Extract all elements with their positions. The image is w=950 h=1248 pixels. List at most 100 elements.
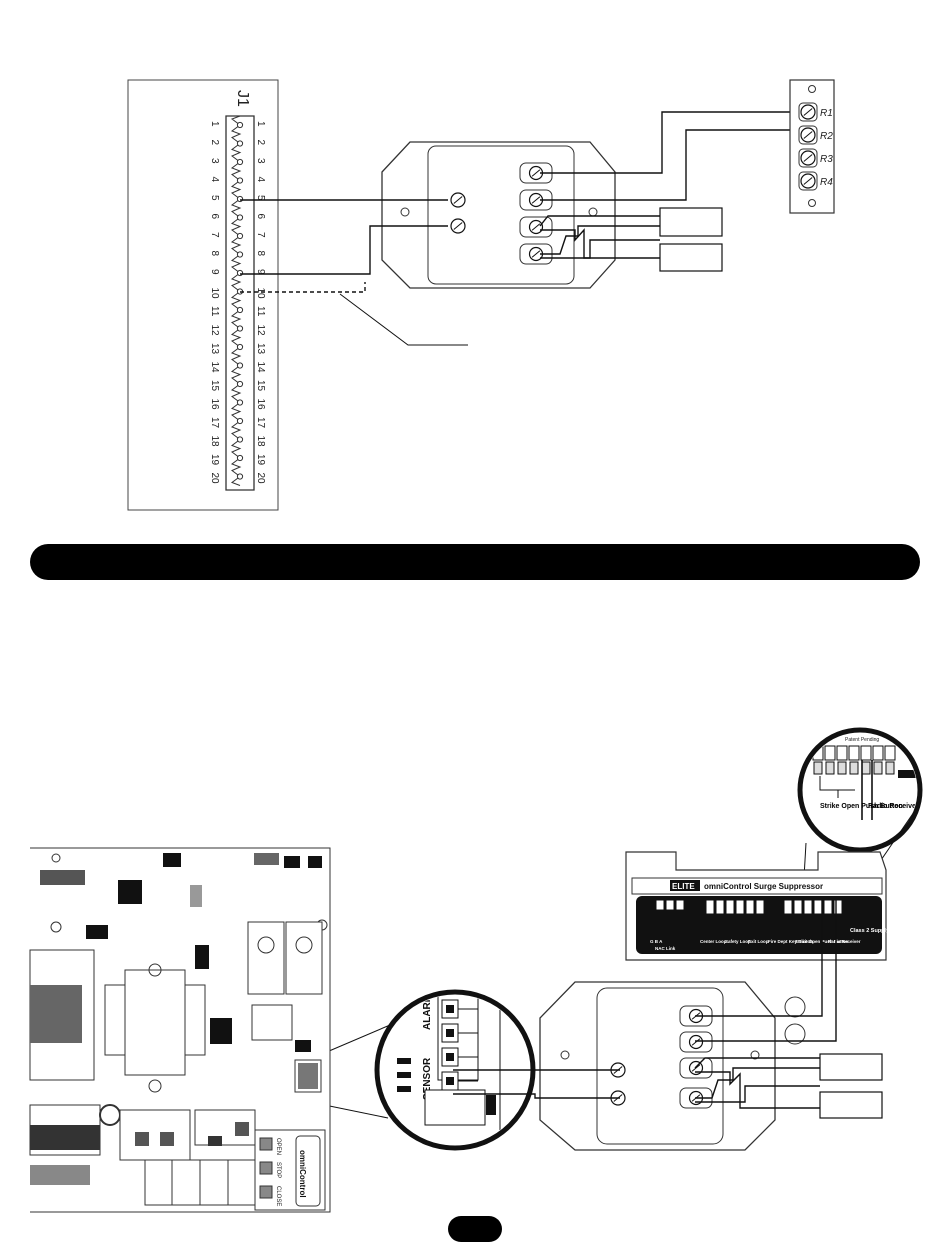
pin-hole	[236, 436, 244, 443]
pin-label-left: 2	[209, 140, 220, 146]
top-suppressor-module	[381, 141, 616, 289]
pin-label-right: 17	[255, 417, 266, 429]
pin-hole	[236, 158, 244, 166]
zoom-terminal-screw	[837, 761, 847, 775]
screw	[528, 219, 544, 235]
screw	[450, 192, 466, 208]
pin-label-right: 14	[255, 362, 266, 374]
zoom-terminal	[872, 745, 884, 761]
pin-label-left: 17	[209, 417, 220, 429]
loop-terminal	[745, 899, 755, 915]
pin-label-left: 5	[209, 195, 220, 201]
input-terminal	[823, 899, 833, 915]
zoom-label-sensor: SENSOR	[422, 1057, 433, 1100]
screw-housing	[519, 216, 553, 238]
suppressor-terminal-label: G B A	[650, 939, 663, 944]
pin-label-right: 8	[255, 251, 266, 257]
loop-terminal	[755, 899, 765, 915]
pin-label-right: 7	[255, 232, 266, 238]
pin-label-right: 15	[255, 380, 266, 392]
zoom-terminal-screw	[861, 761, 871, 775]
zoom-terminal	[884, 745, 896, 761]
pin-hole	[236, 306, 244, 314]
loop-terminal	[705, 899, 715, 915]
pin-hole	[236, 232, 244, 240]
pin-label-left: 9	[209, 269, 220, 275]
relay-label: R1	[820, 108, 833, 119]
zoom-terminal-screw	[885, 761, 895, 775]
pin-label-right: 6	[255, 214, 266, 220]
pin-label-left: 14	[209, 362, 220, 374]
pin-label-right: 20	[255, 473, 266, 485]
zoom-terminal	[836, 745, 848, 761]
pin-label-right: 11	[255, 306, 266, 317]
suppressor-supply: Class 2 Supply	[850, 928, 890, 934]
pin-label-right: 3	[255, 158, 266, 164]
board-button-close: CLOSE	[275, 1186, 281, 1206]
pin-label-left: 7	[209, 232, 220, 238]
relay-housing	[798, 125, 818, 145]
pin-hole	[236, 214, 244, 221]
zoom-circle-left: ALARM SENSOR	[307, 989, 536, 1151]
relay-label: R4	[820, 177, 833, 188]
zoom-terminal-screw	[813, 761, 823, 775]
pin-label-right: 5	[255, 195, 266, 201]
pin-label-right: 12	[255, 325, 266, 337]
pin-label-left: 4	[209, 177, 220, 183]
suppressor-terminal-label: Exit Loop	[748, 939, 769, 944]
pin-hole	[236, 325, 244, 332]
relay-label: R3	[820, 154, 833, 165]
suppressor-terminal-label: NAC Link	[655, 946, 676, 951]
relay-screw	[800, 127, 816, 143]
input-terminal	[833, 899, 843, 915]
bottom-device-box-2	[819, 1091, 883, 1119]
pin-hole	[236, 177, 244, 184]
pin-hole	[236, 380, 244, 388]
board-button-open: OPEN	[275, 1138, 281, 1155]
pin-label-left: 18	[209, 436, 220, 448]
pin-label-right: 1	[255, 121, 266, 127]
screw-housing	[679, 1057, 713, 1079]
board-button-stop: STOP	[275, 1162, 281, 1178]
pin-label-left: 1	[209, 121, 220, 127]
screw	[688, 1034, 704, 1050]
relay-screw	[800, 150, 816, 166]
loop-terminal	[735, 899, 745, 915]
pin-label-left: 6	[209, 214, 220, 220]
control-board: OPEN STOP CLOSE omniControl	[29, 847, 331, 1213]
pin-label-left: 15	[209, 380, 220, 392]
nac-terminal	[675, 899, 685, 911]
screw	[450, 218, 466, 234]
pin-hole	[236, 454, 244, 462]
input-terminal	[793, 899, 803, 915]
bottom-wires	[453, 900, 837, 1109]
top-wires	[240, 111, 800, 346]
relay-screw	[800, 173, 816, 189]
zoom-terminal	[848, 745, 860, 761]
pin-label-left: 16	[209, 399, 220, 411]
zoom-terminal-screw	[873, 761, 883, 775]
top-device-box-1	[659, 207, 723, 237]
pin-label-left: 3	[209, 158, 220, 164]
pin-hole	[236, 251, 244, 258]
input-terminal	[813, 899, 823, 915]
connector-title: J1	[234, 90, 251, 107]
suppressor-terminal-label: Safety Loop	[725, 939, 751, 944]
suppressor-brand: ELITE	[672, 882, 695, 891]
pin-label-right: 10	[255, 288, 266, 300]
pin-label-left: 8	[209, 251, 220, 257]
pin-label-left: 12	[209, 325, 220, 337]
screw	[688, 1060, 704, 1076]
zoom-terminal-screw	[446, 1005, 454, 1013]
pin-label-left: 10	[209, 288, 220, 300]
pin-hole	[236, 399, 244, 406]
relay-housing	[798, 148, 818, 168]
pin-hole	[236, 121, 244, 129]
pin-hole	[236, 417, 244, 425]
pin-hole	[236, 269, 244, 277]
pin-label-right: 13	[255, 343, 266, 355]
pin-label-right: 9	[255, 269, 266, 275]
zoom-terminal-screw	[446, 1029, 454, 1037]
